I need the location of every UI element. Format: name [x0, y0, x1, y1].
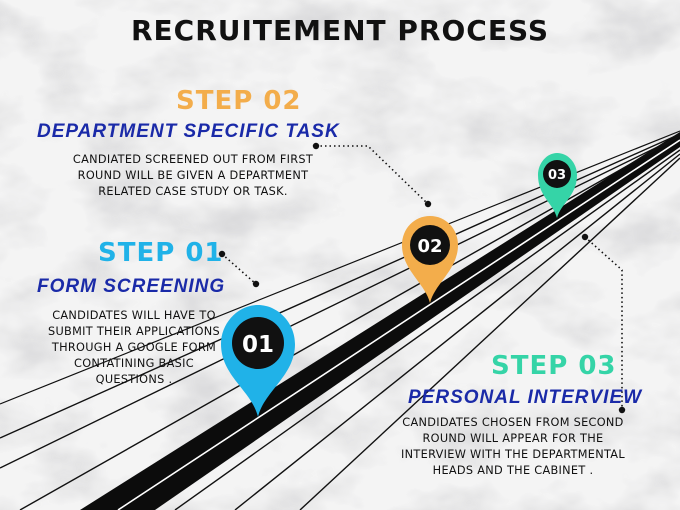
road-edge-line: [19, 135, 680, 510]
pin-02: 02: [402, 216, 458, 303]
step-03-title: PERSONAL INTERVIEW: [408, 387, 643, 408]
pin-01-label: 01: [242, 332, 274, 358]
page-title: RECRUITEMENT PROCESS: [130, 14, 550, 47]
step-01-title: FORM SCREENING: [37, 276, 226, 297]
connector-dot: [424, 200, 432, 208]
pin-03: 03: [538, 153, 577, 218]
connector-dots: [218, 142, 626, 414]
connector-dot: [581, 233, 589, 241]
pin-02-label: 02: [417, 236, 442, 257]
pin-03-label: 03: [548, 168, 566, 183]
connectors: [221, 145, 623, 410]
road-edge-line: [299, 157, 680, 510]
step-02-title: DEPARTMENT SPECIFIC TASK: [37, 121, 340, 142]
connector-step-01: [221, 253, 257, 285]
step-03-number: STEP 03: [491, 351, 617, 381]
road-surface: [80, 132, 680, 510]
pin-02-inner: [410, 225, 450, 265]
pin-03-inner: [543, 160, 571, 188]
step-01-number: STEP 01: [98, 238, 224, 268]
pin-01: 01: [221, 305, 295, 417]
step-02-number: STEP 02: [176, 86, 302, 116]
road-edge-line: [174, 149, 680, 510]
road-center-line: [117, 139, 680, 510]
road-edge-line: [234, 153, 680, 510]
connector-dot: [252, 280, 260, 288]
connector-dot: [618, 406, 626, 414]
connector-dot: [218, 250, 226, 258]
step-01-description: CANDIDATES WILL HAVE TO SUBMIT THEIR APP…: [47, 309, 221, 386]
pin-01-inner: [232, 317, 284, 369]
step-02-description: CANDIATED SCREENED OUT FROM FIRST ROUND …: [72, 153, 314, 198]
connector-step-03: [584, 236, 623, 410]
step-03-description: CANDIDATES CHOSEN FROM SECOND ROUND WILL…: [401, 416, 625, 477]
connector-dot: [312, 142, 320, 150]
